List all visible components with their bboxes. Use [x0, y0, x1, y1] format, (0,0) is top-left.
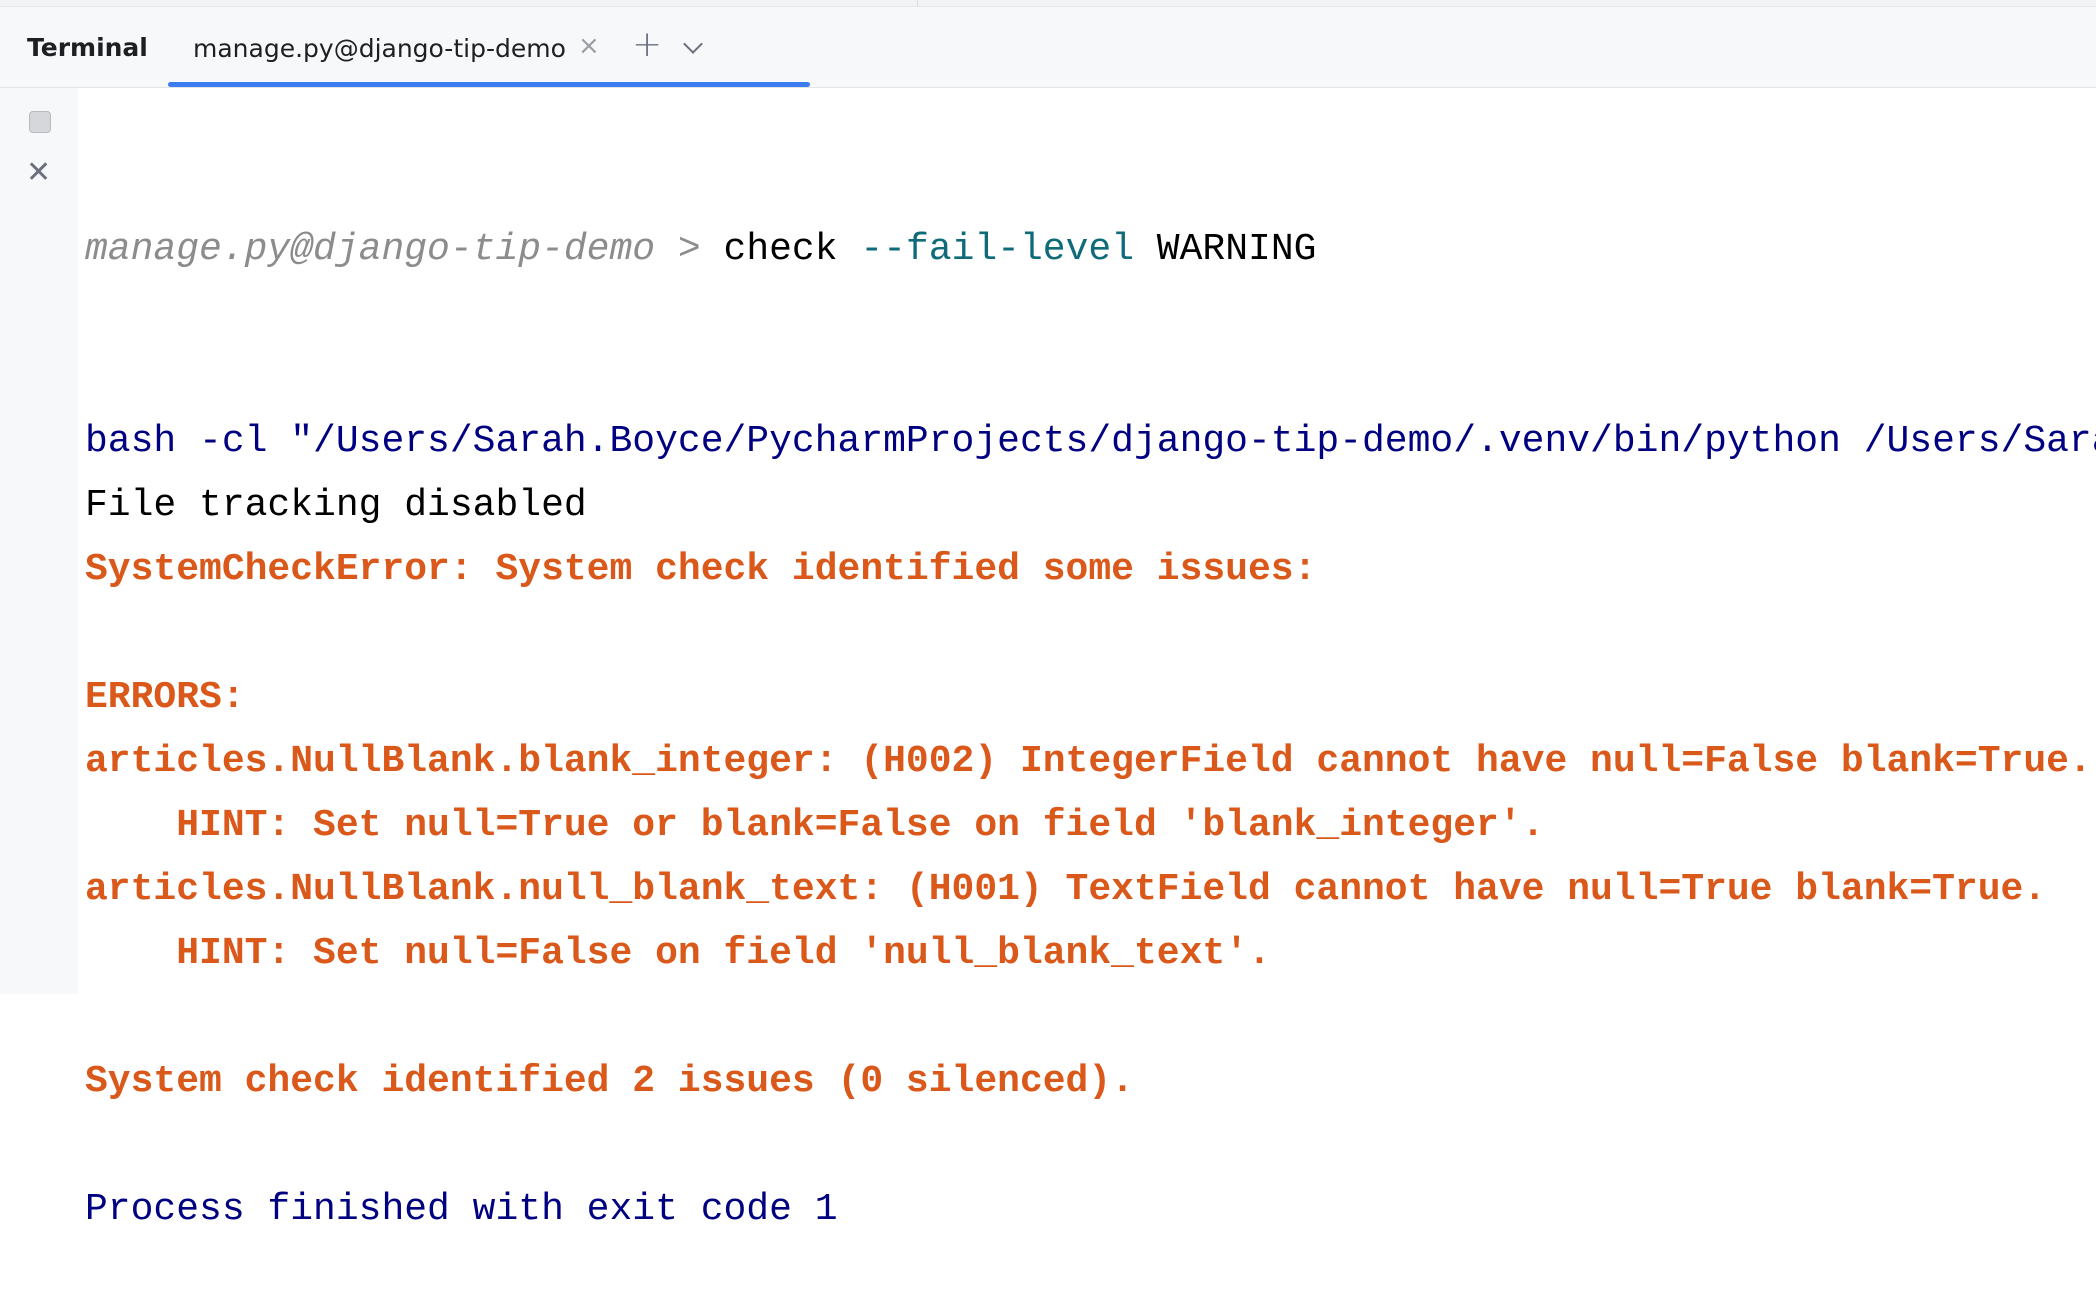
output-line: [85, 602, 2096, 666]
command-flag: --fail-level: [837, 228, 1134, 271]
output-line: ERRORS:: [85, 676, 245, 719]
close-icon[interactable]: ×: [578, 31, 600, 61]
terminal-tab-bar: Terminal manage.py@django-tip-demo × +: [0, 7, 2096, 88]
output-line: HINT: Set null=False on field 'null_blan…: [85, 932, 1271, 975]
stop-icon[interactable]: [29, 111, 51, 133]
output-line: HINT: Set null=True or blank=False on fi…: [85, 804, 1545, 847]
output-line: [85, 1114, 2096, 1178]
output-line: SystemCheckError: System check identifie…: [85, 548, 1317, 591]
command-line: manage.py@django-tip-demo > check --fail…: [85, 218, 2096, 282]
terminal-gutter: [0, 88, 78, 994]
top-strip: [0, 0, 2096, 7]
output-line: articles.NullBlank.blank_integer: (H002)…: [85, 740, 2092, 783]
output-line: File tracking disabled: [85, 484, 587, 527]
prompt: manage.py@django-tip-demo: [85, 228, 656, 271]
tab-manage-py[interactable]: manage.py@django-tip-demo ×: [168, 7, 810, 87]
output-line: bash -cl "/Users/Sarah.Boyce/PycharmProj…: [85, 420, 2096, 463]
tab-label: manage.py@django-tip-demo: [193, 34, 566, 63]
output-line: Process finished with exit code 1: [85, 1188, 838, 1231]
prompt-separator: >: [655, 228, 724, 271]
output-line: System check identified 2 issues (0 sile…: [85, 1060, 1134, 1103]
divider: [917, 0, 918, 6]
terminal-output[interactable]: manage.py@django-tip-demo > check --fail…: [85, 90, 2096, 1306]
plus-icon[interactable]: +: [632, 24, 663, 65]
output-line: [85, 986, 2096, 1050]
close-icon[interactable]: ✕: [26, 155, 52, 190]
panel-title: Terminal: [27, 33, 148, 62]
command: check: [723, 228, 838, 271]
command-arg: WARNING: [1134, 228, 1317, 271]
active-tab-indicator: [168, 82, 810, 87]
output-line: articles.NullBlank.null_blank_text: (H00…: [85, 868, 2047, 911]
